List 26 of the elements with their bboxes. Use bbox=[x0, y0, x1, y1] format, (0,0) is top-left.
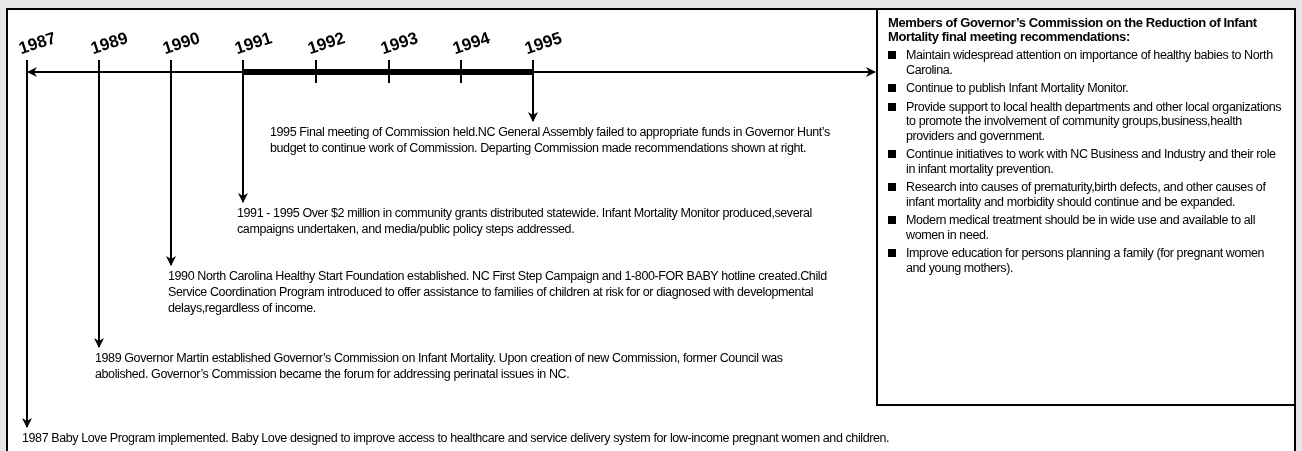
year-label: 1987 bbox=[16, 29, 58, 57]
recommendation-text: Maintain widespread attention on importance of healthy babies to North Carolina. bbox=[906, 48, 1273, 77]
recommendation-text: Research into causes of prematurity,birth defects, and other causes of infant mortality and morbidity should continue and be expanded. bbox=[906, 180, 1266, 209]
event-description: 1989 Governor Martin established Governor’s Commission on Infant Mortality. Upon creation of new Commission, former Council was abolished. Governor’s Commission became the forum for addressing perinatal issues in NC. bbox=[95, 350, 805, 382]
recommendation-text: Continue to publish Infant Mortality Monitor. bbox=[906, 81, 1129, 95]
year-label: 1993 bbox=[378, 29, 420, 57]
arrow bbox=[94, 59, 104, 348]
event-description: 1990 North Carolina Healthy Start Foundation established. NC First Step Campaign and 1-800-FOR BABY hotline created.Child Service Coordination Program introduced to offer assistance to families of children at risk for or diagnosed with developmental delays,regardless of income. bbox=[168, 268, 848, 316]
year-label: 1990 bbox=[160, 29, 202, 57]
recommendation-text: Continue initiatives to work with NC Business and Industry and their role in infant mortality prevention. bbox=[906, 147, 1276, 176]
event-description: 1987 Baby Love Program implemented. Baby Love designed to improve access to healthcare and service delivery system for low-income pregnant women and children. bbox=[22, 430, 1022, 446]
year-label: 1995 bbox=[522, 29, 564, 57]
year-label: 1992 bbox=[305, 29, 347, 57]
recommendation-text: Provide support to local health departments and other local organizations to promote the involvement of community groups,business,health providers and government. bbox=[906, 99, 1282, 143]
panel-heading: Members of Governor’s Commission on the Reduction of Infant Mortality final meeting recommendations: bbox=[888, 16, 1258, 44]
year-label: 1994 bbox=[450, 29, 492, 57]
arrow bbox=[22, 59, 32, 428]
arrow bbox=[27, 67, 876, 77]
event-description: 1995 Final meeting of Commission held.NC General Assembly failed to appropriate funds in Governor Hunt’s budget to continue work of Commission. Departing Commission made recommendations shown at right. bbox=[270, 124, 830, 156]
event-description: 1991 - 1995 Over $2 million in community grants distributed statewide. Infant Mortality Monitor produced,several campaigns undertaken, and media/public policy steps addressed. bbox=[237, 205, 837, 237]
recommendations-panel bbox=[876, 8, 1296, 406]
arrow bbox=[166, 59, 176, 266]
recommendation-text: Improve education for persons planning a family (for pregnant women and young mothers). bbox=[906, 246, 1265, 275]
year-label: 1989 bbox=[88, 29, 130, 57]
recommendation-text: Modern medical treatment should be in wide use and available to all women in need. bbox=[906, 213, 1256, 242]
year-label: 1991 bbox=[232, 29, 274, 57]
